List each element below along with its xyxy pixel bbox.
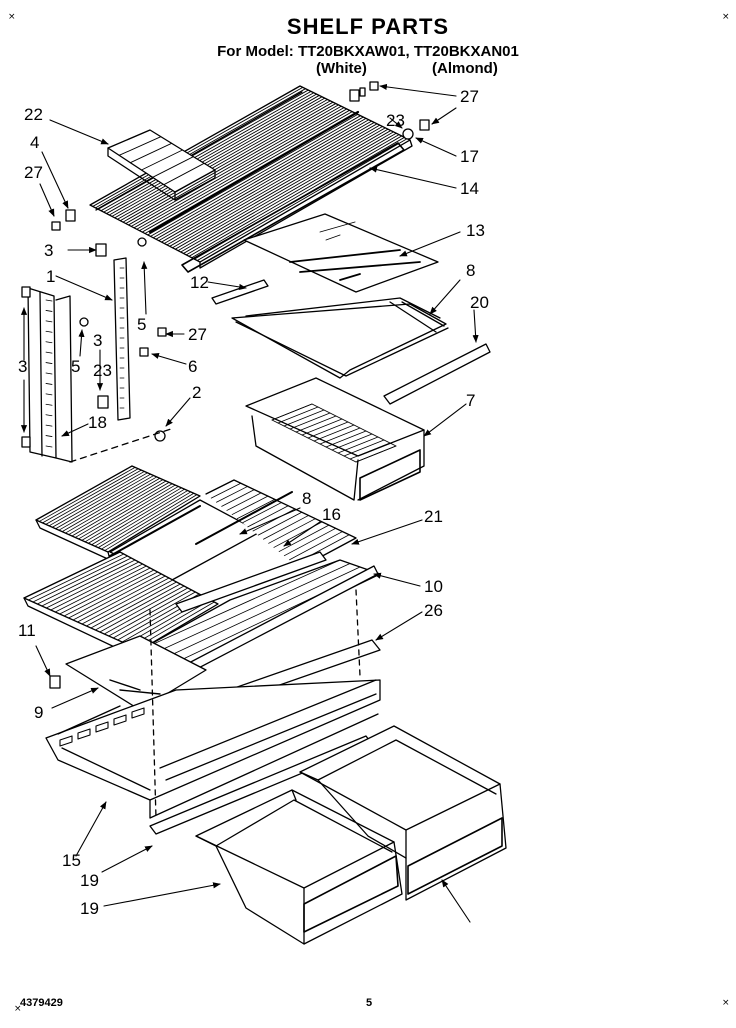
- callout-number: 14: [460, 179, 479, 198]
- callout-number: 5: [71, 357, 81, 376]
- corner-mark-top-right: ×: [722, 12, 730, 22]
- corner-mark-bottom-right: ×: [722, 998, 730, 1008]
- callout-number: 6: [188, 357, 198, 376]
- crisper-drawer-left: [195, 789, 403, 945]
- ice-cube-tray: [107, 129, 216, 201]
- callout-number: 7: [466, 391, 476, 410]
- shelf-ladder-rails: [21, 237, 175, 463]
- leader-lines: [20, 83, 479, 923]
- callout-number: 16: [322, 505, 341, 524]
- callout-number: 3: [44, 241, 54, 260]
- callout-number: 26: [424, 601, 443, 620]
- callout-number: 27: [24, 163, 43, 182]
- callout-number: 2: [192, 383, 202, 402]
- callout-number: 4: [30, 133, 40, 152]
- callout-number: 20: [470, 293, 489, 312]
- callout-number: 18: [88, 413, 107, 432]
- callout-number: 11: [18, 621, 36, 640]
- shelf-hardware-top: [51, 81, 430, 231]
- top-wire-shelf: [89, 85, 413, 273]
- callout-number: 17: [460, 147, 479, 166]
- corner-mark-bottom-left: ×: [14, 1004, 22, 1014]
- divided-wire-shelves-lower: [23, 551, 381, 685]
- callout-number: 23: [93, 361, 112, 380]
- callout-number: 15: [62, 851, 81, 870]
- callout-number: 27: [460, 87, 479, 106]
- page-number: 5: [366, 997, 373, 1009]
- glass-shelf: [243, 213, 439, 293]
- callout-number: 3: [18, 357, 28, 376]
- callout-number: 22: [24, 105, 43, 124]
- callout-number: 21: [424, 507, 443, 526]
- part-number: 4379429: [20, 997, 63, 1009]
- callout-number: 1: [46, 267, 56, 286]
- callout-number: 3: [93, 331, 103, 350]
- callout-number: 19: [80, 871, 99, 890]
- glass-shelf-frame: [211, 279, 491, 405]
- callout-number: 23: [386, 111, 405, 130]
- callout-number: 19: [80, 899, 99, 918]
- variant-white: (White): [316, 60, 367, 77]
- corner-mark-top-left: ×: [8, 12, 16, 22]
- callout-number: 5: [137, 315, 147, 334]
- variant-almond: (Almond): [432, 60, 498, 77]
- callout-number: 27: [188, 325, 207, 344]
- callout-number: 12: [190, 273, 209, 292]
- callout-number: 10: [424, 577, 443, 596]
- page-title: SHELF PARTS: [286, 14, 450, 39]
- divided-wire-shelves-upper: [35, 465, 357, 581]
- crisper-drawer-right: [299, 725, 507, 901]
- crisper-cover-assembly: [45, 589, 381, 835]
- callout-number: 8: [302, 489, 312, 508]
- callout-number: 9: [34, 703, 44, 722]
- model-line: For Model: TT20BKXAW01, TT20BKXAN01: [217, 43, 519, 60]
- callout-number: 8: [466, 261, 476, 280]
- callout-number: 13: [466, 221, 485, 240]
